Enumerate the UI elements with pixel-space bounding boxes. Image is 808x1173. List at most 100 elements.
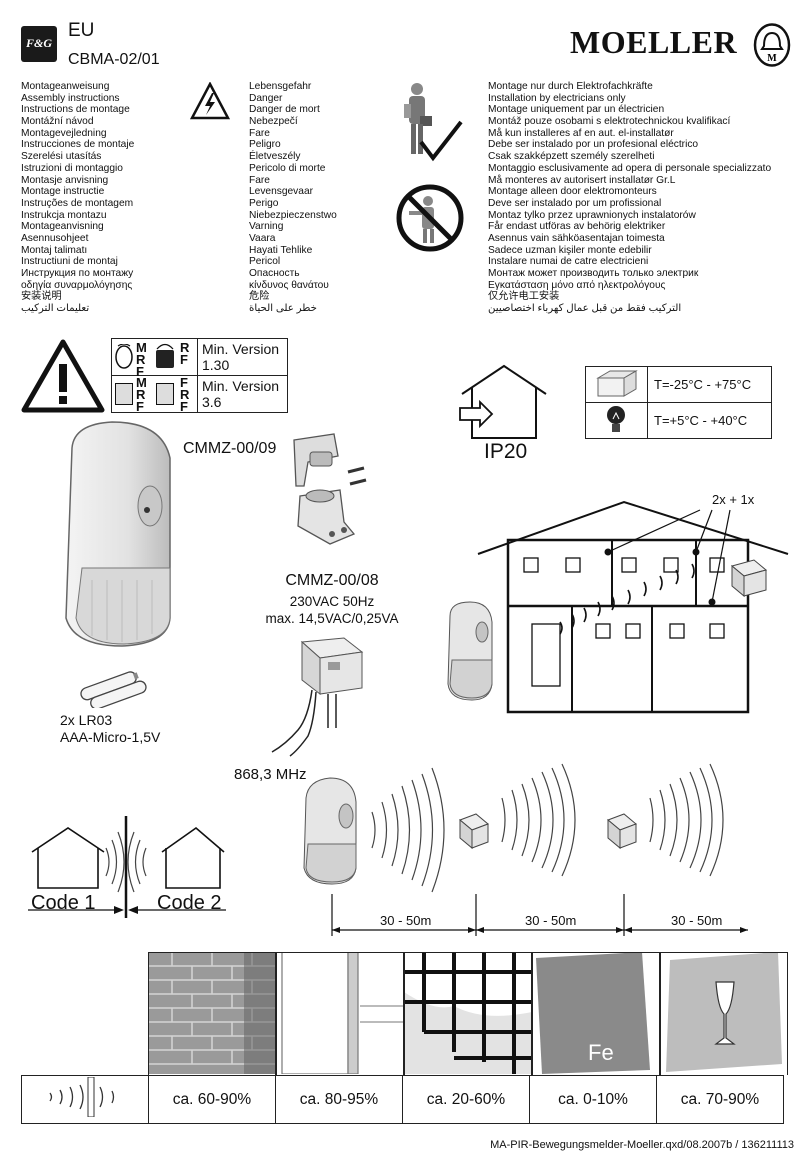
instructions-col1-item: Montasje anvisning <box>21 174 109 186</box>
danger-col-item: Varning <box>249 221 284 233</box>
electrician-col-item: Montaz tylko przez uprawnionych instalat… <box>488 209 696 221</box>
instructions-col1-item: Instrukcja montazu <box>21 209 107 221</box>
range-label-2: 30 - 50m <box>525 913 577 928</box>
danger-col-item: Életveszély <box>249 151 301 163</box>
instructions-col1-item: Asennusohjeet <box>21 232 89 244</box>
checkmark-icon <box>419 120 463 162</box>
instructions-col1-item: Instructions de montage <box>21 104 130 116</box>
code-1-label: Code 1 <box>31 892 96 914</box>
signal-arc-icon <box>156 343 174 350</box>
instructions-col1-item: Szerelési utasítás <box>21 151 102 163</box>
electrician-col-item: Montage alleen door elektromonteurs <box>488 186 657 198</box>
danger-col-item: 危险 <box>249 291 270 303</box>
fg-small-logo <box>156 350 174 368</box>
moeller-bell-small-icon <box>115 344 133 369</box>
range-diagram <box>303 763 748 936</box>
instructions-col1-item: Montagevejledning <box>21 127 107 139</box>
display-device-icon <box>115 383 133 405</box>
range-label-3: 30 - 50m <box>671 913 723 928</box>
instructions-col1-item: Instructiuni de montaj <box>21 256 118 268</box>
ver1b-letter-f: F <box>180 352 188 367</box>
danger-col-item: Lebensgefahr <box>249 81 312 92</box>
moeller-bell-icon: M <box>753 23 791 67</box>
ver2b-letter-f2: F <box>180 399 188 414</box>
no-unqualified-install-icon <box>396 184 464 252</box>
aaa-batteries <box>80 671 147 708</box>
instructions-col1-item: Montage instructie <box>21 186 105 198</box>
danger-col-item: Levensgevaar <box>249 186 314 198</box>
electrician-col-item: Debe ser instalado por un profesional el… <box>488 139 699 151</box>
svg-text:M: M <box>767 53 777 64</box>
attenuation-wood: ca. 80-95% <box>275 1075 403 1124</box>
danger-col-item: κίνδυνος θανάτου <box>249 279 329 291</box>
instructions-col1-item: تعليمات التركيب <box>21 303 90 315</box>
material-metal <box>532 952 660 1074</box>
electrician-col-item: Montage nur durch Elektrofachkräfte <box>488 81 653 92</box>
high-voltage-warning-icon <box>190 82 230 120</box>
danger-col-item: Fare <box>249 127 270 139</box>
electrician-col-item: Instalare numai de catre electricieni <box>488 256 649 268</box>
electrician-col-item: Montage uniquement par un électricien <box>488 104 665 116</box>
storage-box-cell <box>585 366 648 403</box>
battery-type-label: AAA-Micro-1,5V <box>60 729 161 745</box>
material-wood-plaster <box>276 952 404 1074</box>
receiver-power-label: max. 14,5VAC/0,25VA <box>265 611 399 626</box>
danger-col-item: Nebezpečí <box>249 116 298 128</box>
ver1b-letter-r: R <box>180 340 190 355</box>
pir-motion-sensor <box>65 421 171 647</box>
danger-col-item: Niebezpieczenstwo <box>249 209 337 221</box>
fg-logo-text: F&G <box>25 36 52 50</box>
attenuation-table: ca. 60-90% ca. 80-95% ca. 20-60% ca. 0-1… <box>21 1075 784 1124</box>
instructions-col1-item: Инструкция по монтажу <box>21 268 134 279</box>
mounting-bracket <box>293 433 367 545</box>
display-device-icon-2 <box>156 383 174 405</box>
electrician-col-item: التركيب فقط من قبل عمال كهرباء اختصاصيين <box>488 303 682 315</box>
instructions-col1-item: Instruções de montagem <box>21 197 134 209</box>
instructions-col1-item: Montaj talimatı <box>21 244 88 256</box>
instructions-col1-item: Assembly instructions <box>21 92 120 104</box>
material-reinforced-concrete <box>404 952 532 1074</box>
electrician-col-item: Installation by electricians only <box>488 92 626 104</box>
electrician-col-item: Csak szakképzett személy szerelheti <box>488 151 655 163</box>
danger-col-item: خطر على الحياة <box>249 303 317 315</box>
battery-qty-label: 2x LR03 <box>60 712 113 728</box>
house-radio-diagram <box>447 500 789 714</box>
electrician-col-item: Sadece uzman kişiler monte edebilir <box>488 244 652 256</box>
electrician-icon <box>404 83 432 154</box>
electrician-col-item: Montáž pouze osobami s elektrotechnickou… <box>488 116 731 128</box>
instructions-col1-item: 安装说明 <box>21 291 62 303</box>
attenuation-glass: ca. 70-90% <box>656 1075 784 1124</box>
material-brick-wall <box>148 952 276 1074</box>
ver2-letter-m: M <box>136 375 147 390</box>
ver1-letter-m: M <box>136 340 147 355</box>
danger-col-item: Danger de mort <box>249 104 320 116</box>
fg-logo: F&G <box>21 26 57 62</box>
footer-file-ref: MA-PIR-Bewegungsmelder-Moeller.qxd/08.20… <box>490 1139 794 1151</box>
code-separation-diagram <box>28 816 226 918</box>
ver2b-letter-f: F <box>180 375 188 390</box>
instructions-col1-item: Instrucciones de montaje <box>21 139 135 151</box>
moeller-brand: MOELLER <box>570 24 738 60</box>
electrician-col-item: Montaggio esclusivamente ad opera di per… <box>488 162 772 174</box>
danger-col-item: Danger <box>249 92 283 104</box>
version-3-6: Min. Version 3.6 <box>197 375 288 413</box>
instructions-col1-item: Istruzioni di montaggio <box>21 162 123 174</box>
instructions-col1-item: Montageanvisning <box>21 221 104 233</box>
danger-col-item: Hayati Tehlike <box>249 244 313 256</box>
operating-temperature: T=+5°C - +40°C <box>647 402 772 439</box>
electrician-col-item: Får endast utföras av behörig elektriker <box>488 221 666 233</box>
electrician-col-item: Монтаж может производить только электрик <box>488 268 699 279</box>
storage-temperature: T=-25°C - +75°C <box>647 366 772 403</box>
material-glass <box>660 952 788 1074</box>
electrician-col-item: Asennus vain sähköasentajan toimesta <box>488 232 665 244</box>
danger-col-item: Pericolo di morte <box>249 162 326 174</box>
danger-col-item: Опасность <box>249 268 300 279</box>
bracket-model-label: CMMZ-00/09 <box>183 440 277 457</box>
version-1-30: Min. Version 1.30 <box>197 338 288 376</box>
flush-mount-receiver <box>271 637 364 757</box>
